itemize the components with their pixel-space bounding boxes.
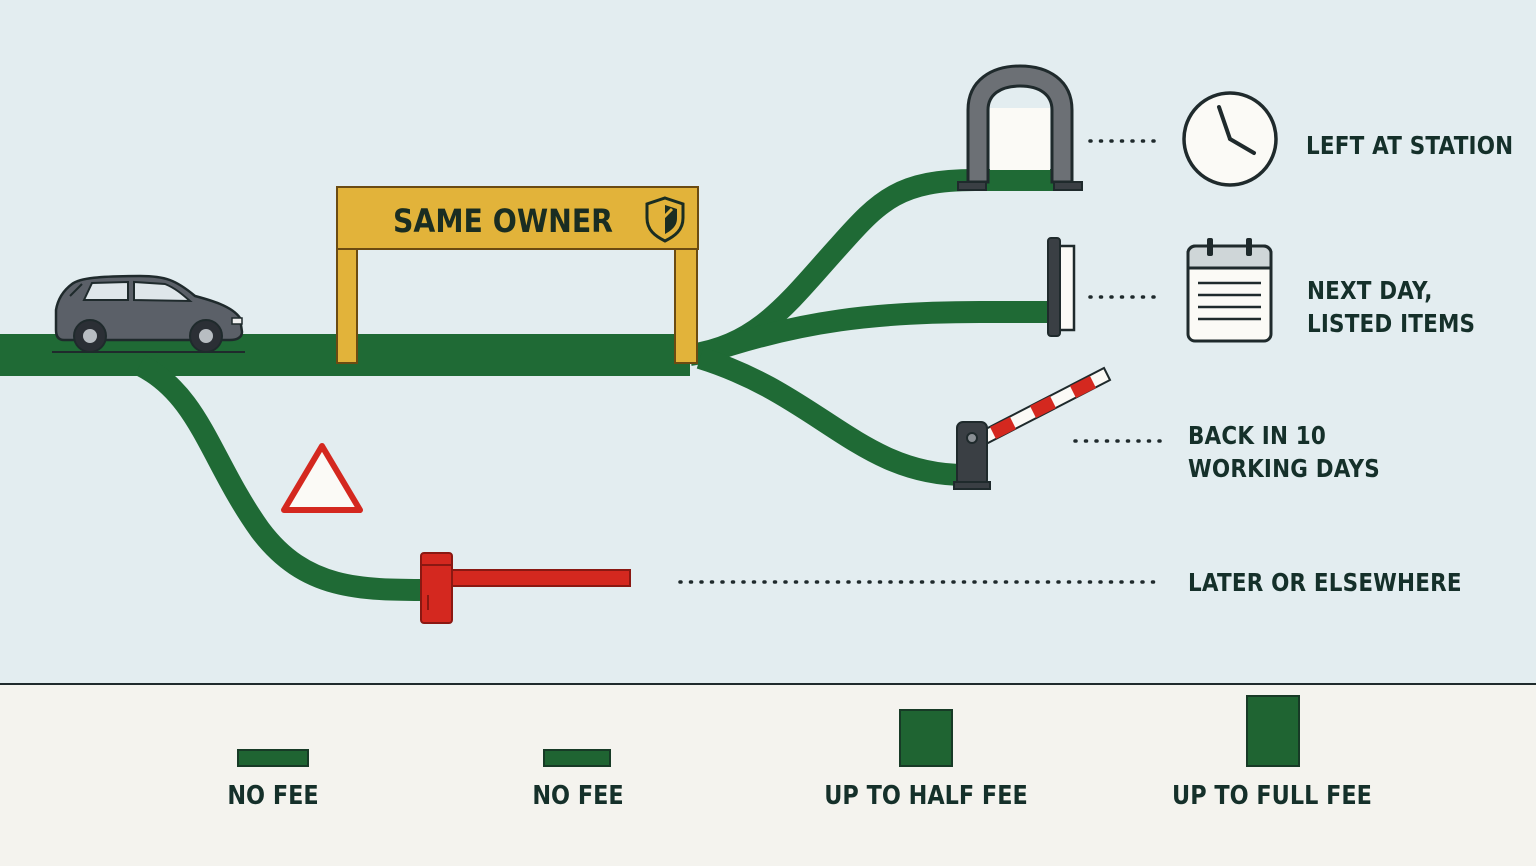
dotted-connectors	[678, 139, 1162, 584]
fee-bar	[1246, 695, 1300, 767]
fee-label: UP TO FULL FEE	[1172, 781, 1372, 811]
fee-item-no-fee-2: NO FEE	[458, 690, 698, 864]
gantry-sign-label: SAME OWNER	[393, 202, 613, 240]
boom-barrier-icon	[953, 366, 1112, 490]
outcome-label-left-at-station: LEFT AT STATION	[1306, 129, 1513, 162]
red-barrier-icon	[420, 552, 631, 624]
fee-item-up-to-half-fee: UP TO HALF FEE	[806, 690, 1046, 864]
fee-label: NO FEE	[532, 781, 624, 811]
outcome-label-line: WORKING DAYS	[1188, 454, 1380, 483]
outcome-label-line: LATER OR ELSEWHERE	[1188, 568, 1462, 597]
road-branch-to-red-barrier	[134, 355, 431, 601]
road-branch-to-door	[696, 301, 1055, 366]
outcome-label-line: LEFT AT STATION	[1306, 131, 1514, 160]
fee-bar	[543, 749, 611, 767]
outcome-label-next-day: NEXT DAY, LISTED ITEMS	[1307, 274, 1475, 340]
fee-bar	[899, 709, 953, 767]
fee-bar	[237, 749, 309, 767]
outcome-label-back-in-10: BACK IN 10 WORKING DAYS	[1188, 419, 1380, 485]
fee-item-up-to-full-fee: UP TO FULL FEE	[1152, 690, 1392, 864]
warning-triangle-icon	[281, 443, 363, 513]
gantry-post-right	[674, 239, 698, 364]
fee-label: UP TO HALF FEE	[824, 781, 1028, 811]
gantry-sign-board	[336, 186, 699, 250]
car-icon	[52, 274, 245, 353]
clock-icon	[1182, 91, 1278, 187]
fee-item-no-fee-1: NO FEE	[153, 690, 393, 864]
outcome-label-line: BACK IN 10	[1188, 421, 1327, 450]
arch-gate-icon	[957, 64, 1083, 191]
outcome-label-later-or-elsewhere: LATER OR ELSEWHERE	[1188, 566, 1462, 599]
outcome-label-line: NEXT DAY,	[1307, 276, 1433, 305]
same-owner-gantry: SAME OWNER	[336, 186, 699, 364]
fee-label: NO FEE	[227, 781, 319, 811]
calendar-icon	[1186, 238, 1273, 343]
shield-icon	[645, 196, 685, 243]
door-gate-icon	[1047, 237, 1076, 337]
road-branch-to-boom	[696, 347, 966, 486]
outcome-label-line: LISTED ITEMS	[1307, 309, 1476, 338]
